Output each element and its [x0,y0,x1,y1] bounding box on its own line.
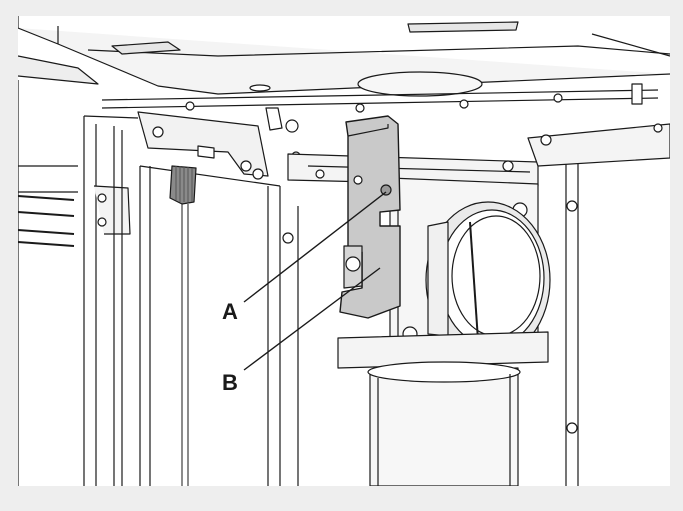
left-side-panel [18,80,139,486]
leader-lines [243,191,387,371]
technical-drawing: A B [18,16,670,486]
left-bracket [137,107,301,180]
leader-line-a [243,191,387,303]
callout-label-a: A [222,299,238,324]
highlighted-bracket [339,115,401,319]
interior-frame [113,126,579,486]
stove-assembly-illustration: A B [18,16,670,486]
leader-line-b [243,267,381,371]
top-panel [18,16,670,97]
exhaust-duct [389,177,551,369]
ribbon-cable [169,165,197,486]
upper-rail [101,89,659,113]
lower-pipe [337,331,549,486]
callout-label-b: B [222,370,238,395]
